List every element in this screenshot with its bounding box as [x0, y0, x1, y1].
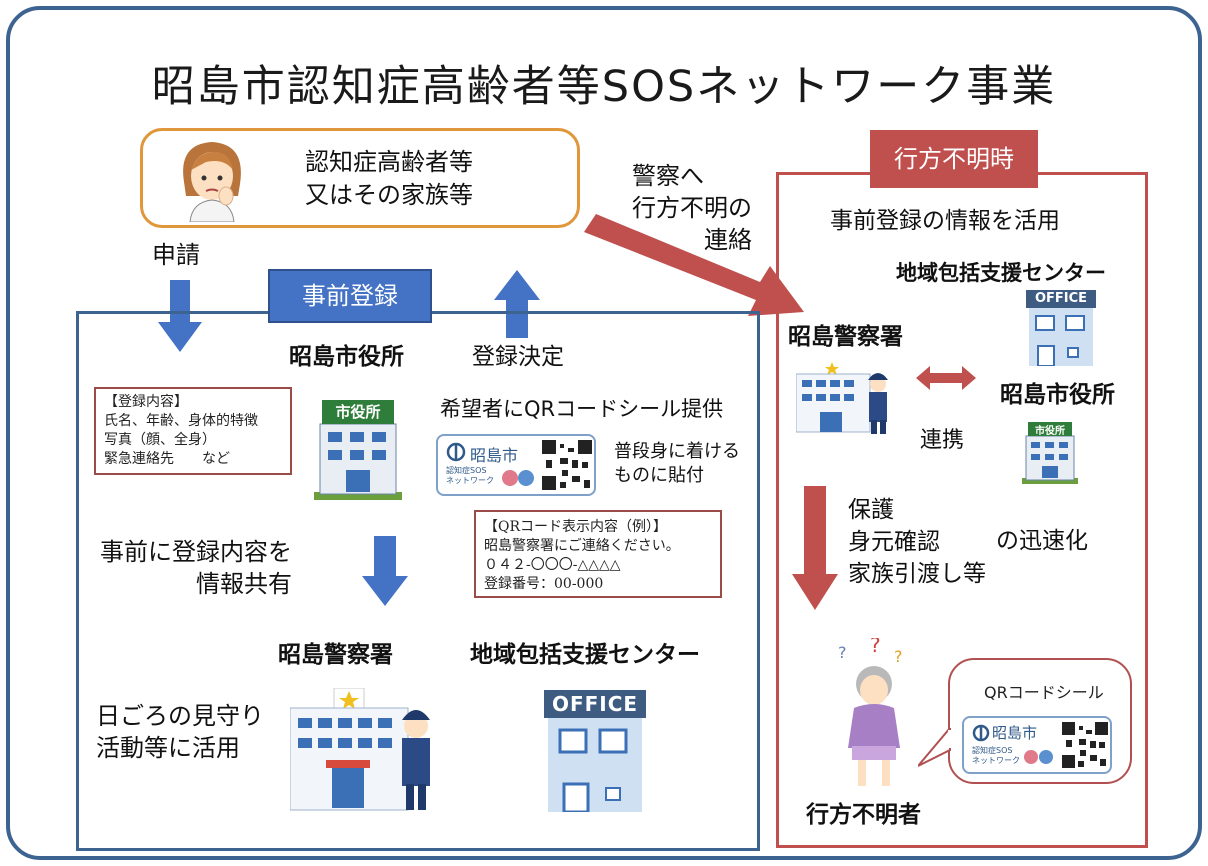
cooperation-arrow — [916, 366, 976, 390]
mascot-icon — [1024, 750, 1053, 764]
city-hall-sign: 市役所 — [335, 403, 381, 421]
qr-display-line: 登録番号：00-000 — [484, 576, 604, 592]
police-report-line3: 連絡 — [704, 226, 752, 254]
cooperation-label: 連携 — [920, 428, 965, 453]
worried-woman-icon — [183, 142, 241, 222]
police-report-arrow — [584, 214, 804, 316]
sticker-note: 普段身に着ける ものに貼付 — [614, 440, 740, 488]
watch-text-line: 活動等に活用 — [96, 734, 240, 762]
applicant-box — [140, 128, 580, 228]
contents-line: 氏名、年齢、身体的特徴 — [104, 413, 258, 429]
missing-person-label: 行方不明者 — [806, 802, 921, 828]
missing-office-sign: OFFICE — [1034, 291, 1088, 306]
police-report-line2: 行方不明の — [632, 194, 752, 222]
mascot-icon — [502, 470, 534, 486]
decision-up-arrow — [494, 270, 540, 338]
bubble-tail — [918, 728, 952, 767]
contents-line: 【登録内容】 — [104, 394, 188, 410]
applicant-line2: 又はその家族等 — [305, 181, 473, 209]
sticker-note-line: 普段身に着ける — [614, 441, 740, 462]
police-report-text: 警察へ 行方不明の 連絡 — [632, 160, 752, 256]
speedup-text: の迅速化 — [996, 528, 1088, 554]
qr-sticker-city: 昭島市 — [992, 724, 1038, 742]
qr-bubble-label: QRコードシール — [984, 683, 1104, 702]
office-sign: OFFICE — [551, 692, 639, 716]
missing-police-label: 昭島警察署 — [788, 324, 903, 350]
missing-city-hall-label: 昭島市役所 — [1000, 382, 1115, 408]
apply-label: 申請 — [152, 241, 200, 269]
watch-text: 日ごろの見守り 活動等に活用 — [96, 700, 264, 764]
applicant-line1: 認知症高齢者等 — [305, 148, 473, 176]
qr-offer-text: 希望者にQRコードシール提供 — [440, 397, 724, 421]
qr-code-icon — [1062, 722, 1108, 768]
share-text-line: 事前に登録内容を — [100, 538, 292, 566]
qr-sticker-sub-line: ネットワーク — [972, 756, 1020, 765]
pre-registration-tag: 事前登録 — [268, 269, 432, 323]
action-item: 保護 — [848, 497, 894, 523]
registration-contents-box: 【登録内容】 氏名、年齢、身体的特徴 写真（顔、全身） 緊急連絡先 など — [94, 387, 292, 475]
office-building-icon: OFFICE — [544, 690, 646, 812]
qr-display-line: 【QRコード表示内容（例）】 — [484, 519, 668, 535]
svg-text:?: ? — [870, 638, 881, 657]
missing-tag: 行方不明時 — [870, 130, 1038, 188]
qr-sticker-sub-line: 認知症SOS — [446, 466, 487, 475]
confused-elder-icon: ? ? ? — [838, 638, 903, 786]
qr-display-line: 昭島警察署にご連絡ください。 — [484, 538, 680, 554]
city-hall-label: 昭島市役所 — [289, 344, 404, 370]
decision-label: 登録決定 — [472, 344, 564, 370]
share-text-line: 情報共有 — [196, 570, 292, 598]
qr-sticker-card: 昭島市 認知症SOS ネットワーク — [436, 434, 596, 496]
missing-office-icon: OFFICE — [1026, 290, 1096, 366]
city-emblem-icon — [972, 724, 990, 742]
applicant-text: 認知症高齢者等 又はその家族等 — [305, 146, 473, 212]
action-item: 家族引渡し等 — [848, 561, 986, 587]
page-title: 昭島市認知症高齢者等SOSネットワーク事業 — [151, 62, 1057, 112]
apply-down-arrow — [158, 280, 202, 352]
missing-city-hall-sign: 市役所 — [1035, 426, 1065, 437]
qr-display-line: ０４２-〇〇〇-△△△△ — [484, 557, 621, 573]
share-text: 事前に登録内容を 情報共有 — [100, 536, 292, 600]
center-label: 地域包括支援センター — [470, 642, 700, 668]
qr-sticker-sub: 認知症SOS ネットワーク — [972, 746, 1020, 766]
qr-code-icon — [542, 440, 592, 490]
missing-city-hall-icon: 市役所 — [1020, 420, 1080, 484]
actions-list: 保護 身元確認 家族引渡し等 — [848, 494, 986, 590]
police-report-line1: 警察へ — [632, 162, 704, 190]
city-emblem-icon — [446, 442, 466, 462]
qr-sticker-sub-line: 認知症SOS — [972, 746, 1013, 755]
police-label: 昭島警察署 — [278, 642, 393, 668]
protection-down-arrow — [792, 486, 838, 610]
use-info-text: 事前登録の情報を活用 — [830, 208, 1060, 234]
contents-line: 写真（顔、全身） — [104, 432, 216, 448]
svg-text:?: ? — [838, 643, 847, 662]
qr-sticker-sub-line: ネットワーク — [446, 476, 494, 485]
city-hall-building-icon: 市役所 — [310, 398, 406, 500]
contents-line: 緊急連絡先 など — [104, 451, 230, 467]
qr-sticker-city: 昭島市 — [470, 446, 519, 465]
action-item: 身元確認 — [848, 529, 940, 555]
qr-sticker-card-small: 昭島市 認知症SOS ネットワーク — [962, 716, 1112, 774]
missing-police-station-icon — [796, 362, 888, 434]
sticker-note-line: ものに貼付 — [614, 465, 704, 486]
watch-text-line: 日ごろの見守り — [96, 702, 264, 730]
missing-center-label: 地域包括支援センター — [896, 261, 1106, 285]
qr-sticker-sub: 認知症SOS ネットワーク — [446, 466, 494, 486]
police-station-icon — [290, 688, 430, 811]
qr-display-box: 【QRコード表示内容（例）】 昭島警察署にご連絡ください。 ０４２-〇〇〇-△△… — [474, 510, 722, 598]
share-down-arrow — [362, 536, 408, 606]
svg-text:?: ? — [894, 647, 903, 666]
